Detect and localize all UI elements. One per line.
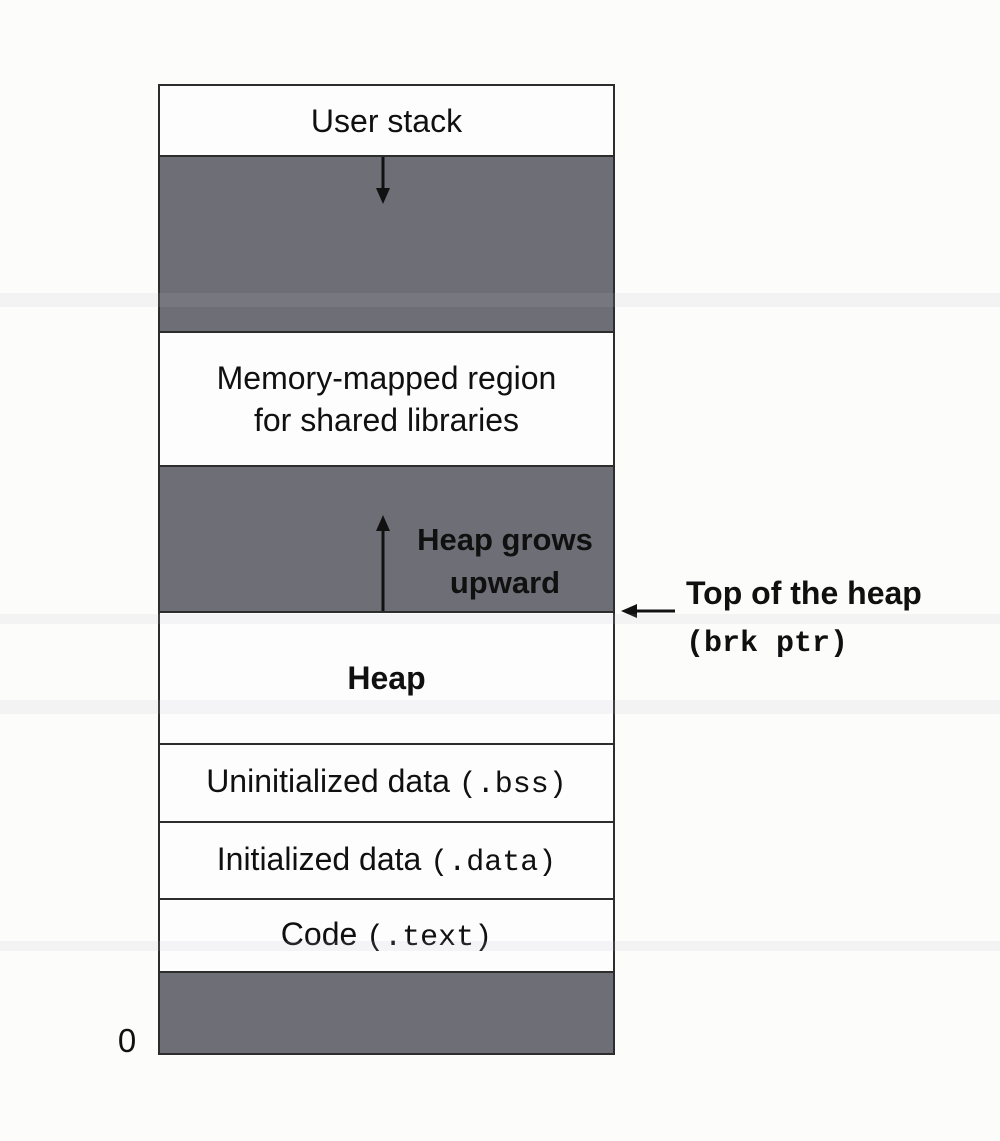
segment-uninitialized-data: Uninitialized data (.bss)	[160, 745, 613, 823]
heap-grows-up-arrow-icon	[375, 515, 391, 616]
heap-grows-upward-label: Heap grows upward	[417, 522, 593, 600]
segment-initialized-data-label: Initialized data (.data)	[216, 840, 557, 880]
brk-ptr-callout-line2: (brk ptr)	[686, 627, 849, 661]
segment-bottom-reserved-area	[160, 973, 613, 1053]
brk-pointer-arrow-icon	[621, 603, 675, 624]
stack-grows-down-arrow-icon	[375, 157, 391, 210]
segment-heap: Heap	[160, 613, 613, 745]
segment-memory-mapped-region-label: Memory-mapped region for shared librarie…	[216, 360, 557, 438]
process-memory-layout-box: User stack Memory-mapped region for shar…	[158, 84, 615, 1055]
segment-memory-mapped-region: Memory-mapped region for shared librarie…	[160, 333, 613, 467]
segment-stack-growth-area	[160, 157, 613, 333]
segment-initialized-data: Initialized data (.data)	[160, 823, 613, 900]
segment-heap-label: Heap	[347, 660, 426, 696]
segment-heap-growth-area	[160, 467, 613, 613]
segment-code-label: Code (.text)	[280, 915, 493, 955]
top-of-heap-callout-line1: Top of the heap	[686, 575, 922, 611]
segment-uninitialized-data-label: Uninitialized data (.bss)	[206, 763, 567, 802]
top-of-heap-callout: Top of the heap (brk ptr)	[686, 570, 922, 668]
segment-user-stack: User stack	[160, 86, 613, 157]
segment-user-stack-label: User stack	[310, 102, 463, 139]
segment-code: Code (.text)	[160, 900, 613, 973]
address-origin-label: 0	[117, 1022, 137, 1059]
